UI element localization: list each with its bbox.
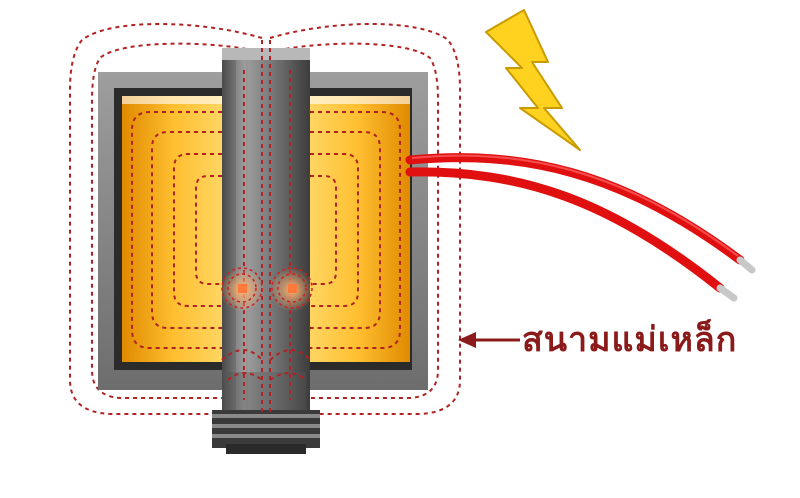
lead-wires bbox=[405, 153, 756, 302]
lightning-bolt-icon bbox=[485, 9, 581, 151]
coil-right bbox=[306, 96, 410, 362]
magnetic-field-label: สนามแม่เหล็ก bbox=[522, 320, 738, 360]
coil bbox=[122, 96, 410, 362]
core-threaded-tip bbox=[212, 410, 320, 454]
core-field-lines bbox=[221, 40, 311, 414]
pole-glow bbox=[220, 267, 314, 312]
label-arrow bbox=[458, 332, 520, 348]
coil-left bbox=[122, 96, 226, 362]
inner-field-lines bbox=[131, 111, 401, 349]
outer-field-lines bbox=[69, 23, 461, 415]
iron-core bbox=[222, 48, 310, 426]
